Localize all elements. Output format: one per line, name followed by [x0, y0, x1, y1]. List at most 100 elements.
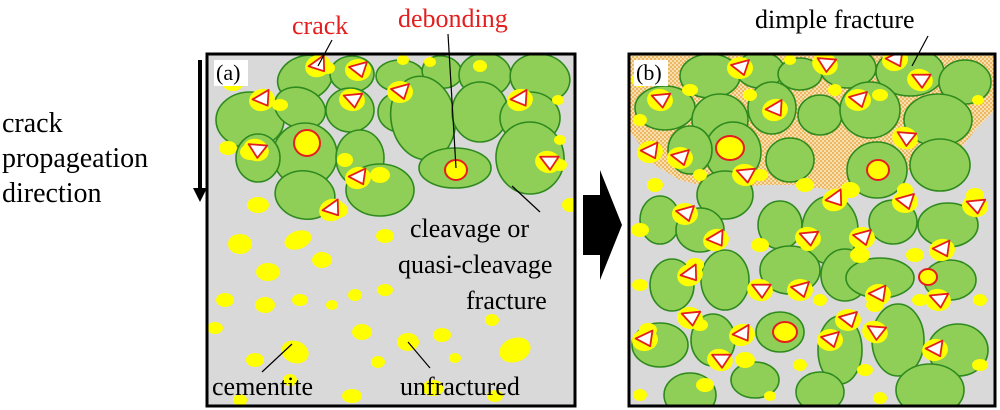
crack-line: [307, 54, 326, 73]
cementite-particle: [424, 57, 436, 67]
crack-marker: [647, 88, 673, 112]
cementite-particle: [422, 380, 444, 396]
crack-marker: [677, 306, 703, 330]
crack-marker: [387, 81, 413, 103]
cementite-particle: [397, 55, 409, 65]
cementite-particle: [207, 322, 223, 334]
panel-a-border: [205, 52, 577, 408]
crack-line: [838, 311, 858, 328]
panel-a-grains: [215, 54, 571, 221]
crack-marker: [892, 126, 918, 150]
cementite-particle: [292, 294, 308, 306]
cementite-particle: [255, 297, 275, 313]
cementite-particle: [972, 95, 984, 105]
cementite-particle: [906, 248, 924, 262]
crack-marker: [962, 194, 988, 218]
crack-line: [790, 281, 810, 298]
ferrite-grain: [909, 138, 971, 192]
cementite-particle: [272, 99, 288, 111]
panel-a-tag: (a): [216, 60, 240, 85]
crack-line: [730, 59, 750, 76]
cementite-particle: [371, 356, 385, 368]
cementite-particle: [631, 223, 649, 237]
debonded-cementite: [918, 268, 938, 286]
crack-line: [390, 83, 410, 100]
cementite-particle: [246, 353, 264, 367]
crack-marker: [849, 227, 875, 249]
ferrite-grain: [839, 81, 901, 139]
panel-b-cracks: [632, 54, 988, 372]
crack-marker: [817, 329, 843, 351]
crack-line: [764, 99, 783, 117]
label-cleavage-3: fracture: [466, 286, 547, 315]
crack-line: [911, 73, 932, 89]
crack-line: [931, 239, 951, 258]
crack-marker: [243, 138, 269, 162]
crack-line: [924, 339, 944, 358]
crack-marker: [345, 59, 371, 81]
cementite-particle: [312, 252, 332, 268]
panel-a-cracks: [243, 54, 561, 222]
label-unfractured: unfractured: [400, 372, 520, 401]
crack-marker: [672, 203, 698, 225]
panel-b-tag: (b): [636, 60, 662, 85]
cementite-particle: [473, 60, 487, 72]
crack-marker: [345, 166, 371, 190]
crack-marker: [339, 88, 365, 112]
cementite-particle: [813, 294, 827, 306]
cementite-particle: [337, 153, 353, 167]
crack-line: [251, 89, 270, 107]
crack-marker: [632, 328, 658, 352]
cementite-particle: [284, 230, 312, 250]
crack-marker: [922, 338, 948, 362]
crack-line: [670, 149, 690, 166]
debonded-cementite: [715, 135, 745, 161]
crack-line: [321, 198, 340, 217]
panel-a-labels: crack debonding cleavage or quasi-cleava…: [212, 4, 552, 401]
crack-line: [928, 292, 950, 309]
cementite-particle: [485, 314, 499, 326]
crack-line: [650, 92, 672, 109]
cementite-particle: [633, 114, 647, 126]
cementite-particle: [281, 340, 309, 364]
ferrite-grain: [765, 137, 815, 183]
crack-marker: [703, 228, 729, 252]
cementite-particle: [433, 328, 451, 342]
crack-direction-label: crack propageation direction: [2, 108, 148, 209]
crack-line: [867, 284, 887, 303]
cementite-particle: [348, 289, 362, 301]
label-dimple-fracture: dimple fracture: [755, 5, 915, 34]
cementite-particle: [449, 353, 461, 363]
crack-marker: [727, 57, 753, 79]
crack-marker: [892, 191, 918, 213]
cementite-particle: [342, 389, 362, 403]
cementite-particle: [857, 364, 873, 376]
crack-marker: [249, 88, 275, 112]
ferrite-grain: [495, 121, 565, 195]
cementite-particle: [793, 359, 807, 371]
crack-marker: [667, 147, 693, 169]
cementite-particle: [764, 391, 776, 401]
crack-line: [895, 193, 915, 210]
crack-marker: [787, 279, 813, 301]
crack-marker: [812, 54, 838, 76]
crack-line: [680, 310, 702, 327]
cementite-particle: [743, 89, 757, 101]
crack-line: [824, 188, 843, 207]
crack-marker: [845, 89, 871, 111]
cementite-particle: [696, 378, 714, 392]
cementite-particle: [751, 238, 769, 252]
crack-line: [852, 229, 872, 246]
crack-line: [848, 91, 868, 108]
ferrite-grain: [895, 363, 965, 406]
crack-marker: [747, 278, 773, 302]
panel-b: (b): [627, 52, 997, 408]
cementite-particle: [682, 84, 698, 96]
crack-line: [965, 198, 987, 215]
crack-line: [711, 353, 732, 369]
crack-marker: [637, 140, 663, 164]
crack-line: [751, 283, 772, 299]
crack-line: [798, 230, 820, 247]
ferrite-grain: [451, 81, 509, 143]
